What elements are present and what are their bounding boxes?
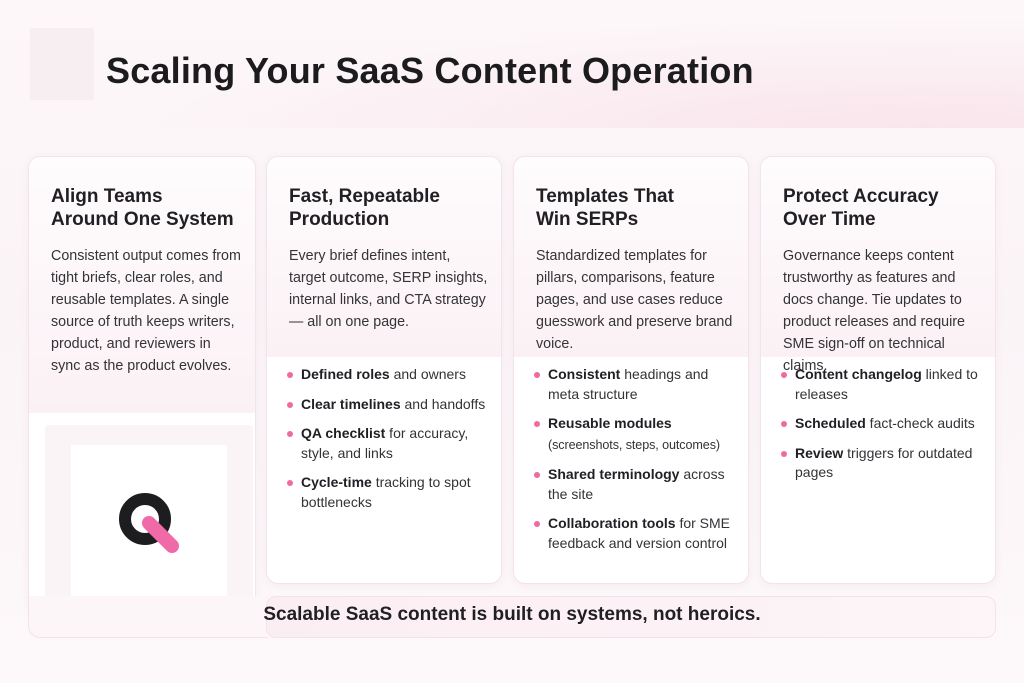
card-bullet-list: Defined roles and owners Clear timelines… — [287, 365, 491, 522]
list-item: Review triggers for outdated pages — [781, 444, 985, 483]
list-item: Content changelog linked to releases — [781, 365, 985, 404]
card-description: Governance keeps content trustworthy as … — [783, 248, 965, 374]
list-item: Consistent headings and meta structure — [534, 365, 738, 404]
card-bullet-list: Consistent headings and meta structure R… — [534, 365, 738, 563]
card-templates: Templates That Win SERPs Standardized te… — [513, 156, 749, 584]
footer-banner — [266, 596, 996, 638]
card-heading: Align Teams Around One System — [51, 186, 234, 230]
list-item: Scheduled fact-check audits — [781, 414, 985, 434]
card-header-bg — [761, 157, 995, 357]
list-item: Collaboration tools for SME feedback and… — [534, 514, 738, 553]
card-header-bg — [514, 157, 748, 357]
list-item: Clear timelines and handoffs — [287, 395, 491, 415]
card-heading: Templates That Win SERPs — [536, 186, 674, 230]
list-item: Defined roles and owners — [287, 365, 491, 385]
page-title: Scaling Your SaaS Content Operation — [106, 50, 754, 91]
card-heading: Protect Accuracy Over Time — [783, 186, 939, 230]
card-bullet-list: Content changelog linked to releases Sch… — [781, 365, 985, 493]
footer-tagline: Scalable SaaS content is built on system… — [263, 604, 761, 625]
list-item: QA checklist for accuracy, style, and li… — [287, 424, 491, 463]
card-description: Every brief defines intent, target outco… — [289, 248, 488, 330]
card-header-bg — [29, 157, 255, 413]
card-heading: Fast, Repeatable Production — [289, 186, 440, 230]
footer-left-band — [28, 596, 268, 638]
header-decoration — [30, 28, 94, 100]
card-align-teams: Align Teams Around One System Consistent… — [28, 156, 256, 612]
list-item: Cycle-time tracking to spot bottlenecks — [287, 473, 491, 512]
list-item: Reusable modules (screenshots, steps, ou… — [534, 414, 738, 455]
card-protect-accuracy: Protect Accuracy Over Time Governance ke… — [760, 156, 996, 584]
header-band — [0, 0, 1024, 128]
card-description: Standardized templates for pillars, comp… — [536, 248, 733, 352]
list-item: Shared terminology across the site — [534, 465, 738, 504]
logo-box — [71, 445, 227, 601]
logo-panel — [45, 425, 253, 601]
q-logo-icon — [119, 493, 179, 553]
card-header-bg — [267, 157, 501, 357]
card-fast-production: Fast, Repeatable Production Every brief … — [266, 156, 502, 584]
card-description: Consistent output comes from tight brief… — [51, 248, 241, 374]
